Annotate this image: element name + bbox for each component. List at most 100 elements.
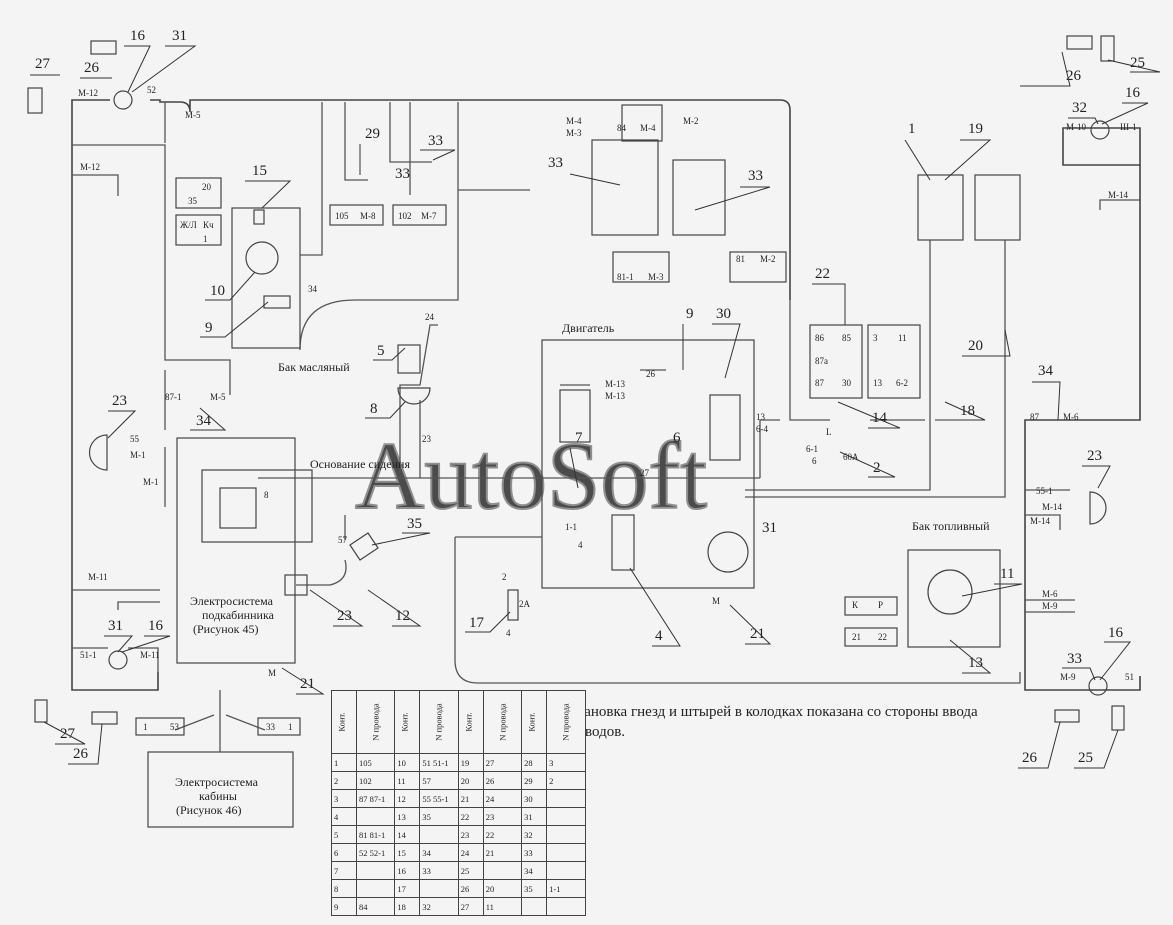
svg-text:30: 30 [842, 378, 852, 388]
svg-text:8: 8 [264, 490, 269, 500]
svg-text:6-1: 6-1 [806, 444, 818, 454]
svg-text:3: 3 [873, 333, 878, 343]
svg-text:11: 11 [1000, 566, 1014, 582]
svg-text:55: 55 [130, 434, 140, 444]
svg-text:6-4: 6-4 [756, 424, 768, 434]
svg-text:1: 1 [908, 121, 916, 137]
svg-text:М-11: М-11 [88, 572, 108, 582]
svg-text:М-2: М-2 [760, 254, 776, 264]
svg-text:51-1: 51-1 [80, 650, 97, 660]
svg-text:Кч: Кч [203, 220, 214, 230]
pin-table-header: Конт. N провода Конт. N провода Конт. N … [331, 690, 586, 754]
svg-text:29: 29 [365, 126, 380, 142]
subcab-box [176, 437, 296, 664]
callouts: 27 26 16 31 15 10 9 29 33 33 33 33 1 19 … [30, 28, 1161, 769]
svg-text:М-13: М-13 [605, 391, 625, 401]
svg-text:9: 9 [686, 306, 694, 322]
svg-text:13: 13 [756, 412, 766, 422]
svg-text:М-14: М-14 [1030, 516, 1050, 526]
svg-text:Ш-1: Ш-1 [1120, 122, 1137, 132]
svg-text:12: 12 [395, 608, 410, 624]
svg-text:85: 85 [842, 333, 852, 343]
watermark: AutoSoft [355, 422, 707, 529]
svg-text:27: 27 [640, 468, 650, 478]
svg-text:81: 81 [736, 254, 745, 264]
svg-text:М-4: М-4 [566, 116, 582, 126]
svg-text:33: 33 [395, 166, 410, 182]
svg-text:М-7: М-7 [421, 211, 437, 221]
svg-text:35: 35 [407, 516, 422, 532]
svg-text:М-5: М-5 [210, 392, 226, 402]
svg-text:М-12: М-12 [80, 162, 100, 172]
pin-table: Конт. N провода Конт. N провода Конт. N … [331, 690, 586, 916]
svg-text:К: К [852, 600, 859, 610]
svg-text:55-1: 55-1 [1036, 486, 1053, 496]
svg-text:М-1: М-1 [130, 450, 146, 460]
svg-text:1: 1 [143, 722, 148, 732]
svg-text:М-6: М-6 [1063, 412, 1079, 422]
svg-text:33: 33 [748, 168, 763, 184]
subcab-label-3: (Рисунок 45) [193, 622, 259, 636]
svg-text:М-5: М-5 [185, 110, 201, 120]
svg-text:Р: Р [878, 600, 883, 610]
svg-text:2: 2 [502, 572, 507, 582]
subcab-label-1: Электросистема [190, 594, 274, 608]
svg-text:10: 10 [210, 283, 225, 299]
svg-text:102: 102 [398, 211, 412, 221]
svg-text:6-2: 6-2 [896, 378, 908, 388]
oil-tank-label: Бак масляный [278, 360, 350, 374]
svg-text:14: 14 [872, 410, 888, 426]
svg-text:17: 17 [469, 615, 485, 631]
wire-labels: М-12 52 М-5 М-12 М-4 М-3 84 М-4 М-2 105 … [78, 85, 1137, 732]
svg-text:60А: 60А [843, 452, 859, 462]
svg-text:М-10: М-10 [1066, 122, 1086, 132]
svg-text:2А: 2А [519, 599, 531, 609]
engine-box [541, 339, 755, 589]
svg-text:16: 16 [1125, 85, 1141, 101]
svg-text:27: 27 [60, 726, 76, 742]
svg-text:23: 23 [337, 608, 352, 624]
svg-text:М-14: М-14 [1042, 502, 1062, 512]
cab-label-2: кабины [199, 789, 237, 803]
svg-text:26: 26 [646, 369, 656, 379]
svg-text:9: 9 [205, 320, 213, 336]
svg-text:Ж/Л: Ж/Л [180, 220, 197, 230]
svg-text:23: 23 [112, 393, 127, 409]
subcab-label-2: подкабинника [202, 608, 275, 622]
svg-text:16: 16 [130, 28, 146, 44]
svg-text:33: 33 [266, 722, 276, 732]
svg-text:1-1: 1-1 [565, 522, 577, 532]
svg-text:М-9: М-9 [1060, 672, 1076, 682]
svg-text:М-11: М-11 [140, 650, 160, 660]
svg-text:М-6: М-6 [1042, 589, 1058, 599]
svg-text:22: 22 [878, 632, 887, 642]
svg-text:27: 27 [35, 56, 51, 72]
svg-text:М-3: М-3 [648, 272, 664, 282]
svg-text:32: 32 [1072, 100, 1087, 116]
svg-text:6: 6 [673, 430, 681, 446]
svg-text:4: 4 [655, 628, 663, 644]
svg-text:26: 26 [84, 60, 100, 76]
svg-text:21: 21 [750, 626, 765, 642]
svg-text:1: 1 [203, 234, 208, 244]
svg-text:6: 6 [812, 456, 817, 466]
svg-text:105: 105 [335, 211, 349, 221]
svg-text:26: 26 [1066, 68, 1082, 84]
svg-text:35: 35 [188, 196, 198, 206]
svg-text:4: 4 [578, 540, 583, 550]
svg-text:13: 13 [968, 655, 983, 671]
svg-text:20: 20 [968, 338, 983, 354]
oil-tank-box [231, 207, 301, 349]
svg-text:33: 33 [1067, 651, 1082, 667]
svg-text:22: 22 [815, 266, 830, 282]
svg-text:25: 25 [1130, 55, 1145, 71]
svg-text:7: 7 [575, 430, 583, 446]
svg-text:8: 8 [370, 401, 378, 417]
svg-text:11: 11 [898, 333, 907, 343]
